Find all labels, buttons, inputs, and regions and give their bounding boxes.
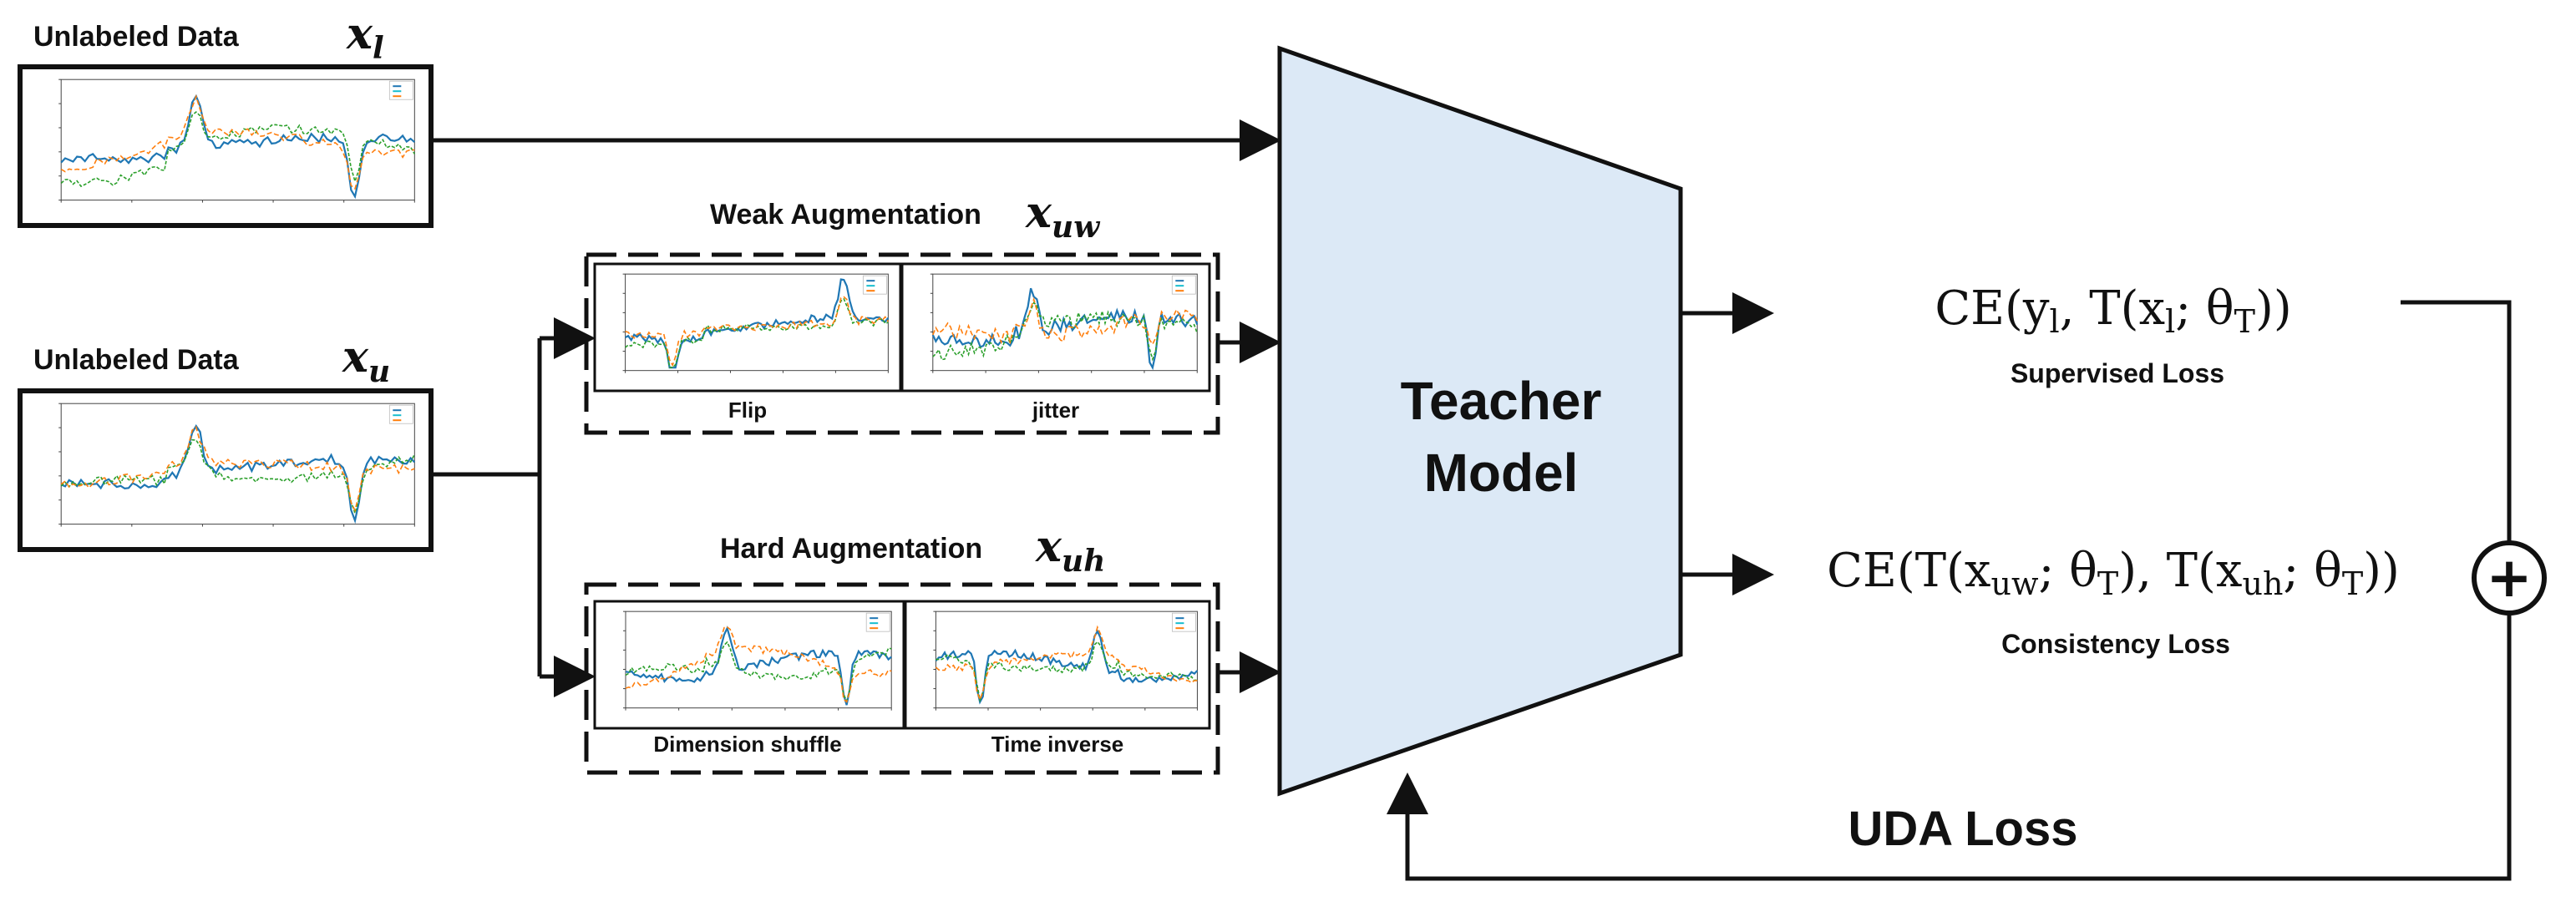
- supervised-to-sum-line: [2401, 300, 2512, 541]
- hard-aug-var: xuh: [1035, 521, 1105, 579]
- teacher-model-title-line1: Teacher: [1401, 371, 1602, 431]
- teacher-model-title-line2: Model: [1424, 443, 1579, 503]
- dimension-shuffle-plot: [593, 600, 905, 730]
- jitter-plot: [900, 262, 1211, 393]
- uda-feedback-arrow: [1387, 613, 2512, 881]
- labeled-data-label: Unlabeled Data: [33, 21, 240, 53]
- weak-aug-label: Weak Augmentation: [710, 199, 981, 231]
- consistency-loss-label: Consistency Loss: [2001, 629, 2230, 659]
- hard-aug-label: Hard Augmentation: [720, 533, 982, 565]
- jitter-label: jitter: [1032, 398, 1079, 423]
- time-inverse-plot: [904, 600, 1211, 730]
- time-inverse-label: Time inverse: [991, 732, 1124, 757]
- dimension-shuffle-label: Dimension shuffle: [653, 732, 841, 757]
- uda-loss-label: UDA Loss: [1848, 802, 2078, 856]
- consistency-loss-formula: CE(T(xuw; θT), T(xuh; θT)): [1827, 544, 2400, 602]
- flip-plot: [593, 262, 902, 393]
- labeled-data-var: xl: [346, 8, 384, 66]
- supervised-loss-formula: CE(yl, T(xl; θT)): [1935, 281, 2291, 340]
- supervised-loss-label: Supervised Loss: [2011, 358, 2224, 388]
- labeled-data-plot: [18, 64, 434, 228]
- hard-aug-dashed-box: [584, 582, 1220, 775]
- teacher-model-shape: [1277, 45, 1683, 797]
- unlabeled-data-var: xu: [342, 332, 390, 389]
- sum-symbol: +: [2486, 545, 2532, 610]
- unlabeled-data-plot: [18, 388, 434, 552]
- unlabeled-data-label: Unlabeled Data: [33, 344, 240, 376]
- flip-label: Flip: [728, 398, 767, 423]
- weak-aug-var: xuw: [1025, 187, 1101, 245]
